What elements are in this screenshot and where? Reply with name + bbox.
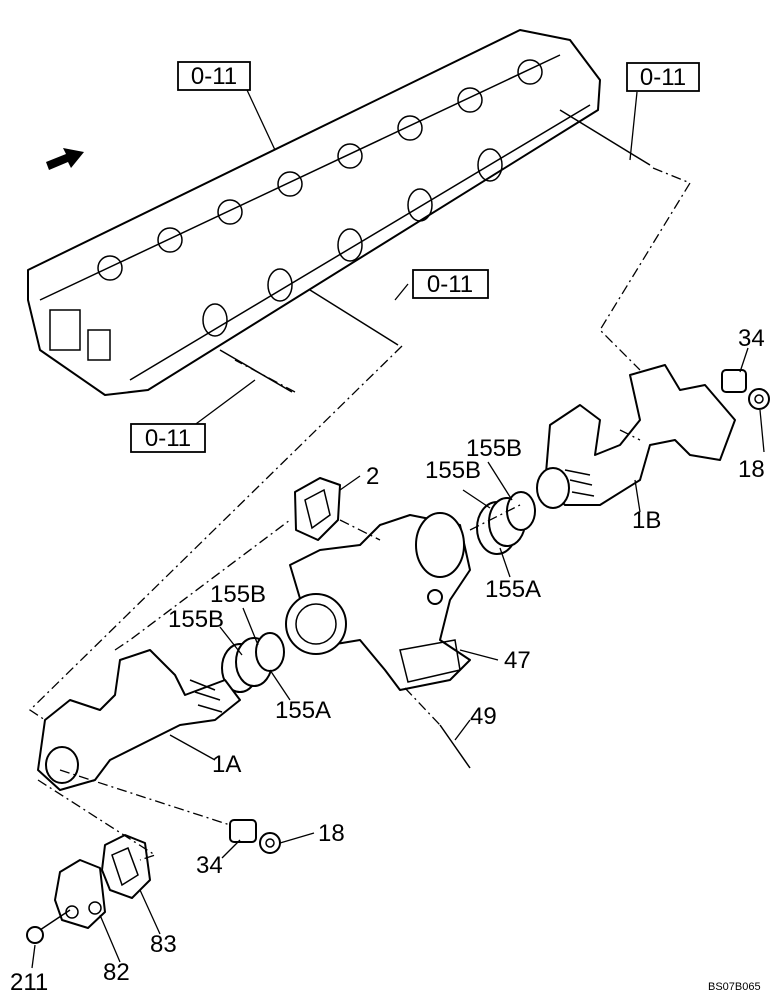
spacer-34-bottom	[229, 819, 257, 843]
cover-plate-82	[54, 859, 106, 929]
stud-49	[439, 724, 471, 769]
ref-box-1: 0-11	[177, 61, 251, 91]
nut-18-top	[748, 388, 770, 410]
label-34-top: 34	[738, 325, 765, 352]
exhaust-manifold-47	[285, 512, 471, 691]
label-211: 211	[10, 969, 48, 996]
label-18-bottom: 18	[318, 820, 345, 847]
ref-label-4: 0-11	[145, 425, 191, 452]
nut-18-bottom	[259, 832, 281, 854]
label-1a: 1A	[212, 751, 241, 778]
ref-label-3: 0-11	[427, 271, 473, 298]
seal-rings-right	[476, 491, 536, 555]
leader-lines	[31, 89, 765, 969]
ref-box-3: 0-11	[412, 269, 489, 299]
label-155a-left: 155A	[275, 697, 331, 724]
gasket-2	[294, 477, 341, 541]
label-83: 83	[150, 931, 177, 958]
cylinder-head	[27, 29, 601, 396]
label-2: 2	[366, 463, 379, 490]
ref-box-4: 0-11	[130, 423, 206, 453]
label-1b: 1B	[632, 507, 661, 534]
label-155a-right: 155A	[485, 576, 541, 603]
label-155b-d: 155B	[168, 606, 224, 633]
label-34-bottom: 34	[196, 852, 223, 879]
label-82: 82	[103, 959, 130, 986]
label-155b-a: 155B	[466, 435, 522, 462]
label-47: 47	[504, 647, 531, 674]
assembly-lines	[28, 167, 691, 861]
spacer-34-top	[721, 369, 747, 393]
label-155b-b: 155B	[425, 457, 481, 484]
bolt-211	[26, 909, 71, 944]
label-155b-c: 155B	[210, 581, 266, 608]
ref-box-2: 0-11	[626, 62, 700, 92]
label-18-top: 18	[738, 456, 765, 483]
direction-arrow-icon	[46, 148, 84, 170]
drawing-code: BS07B065	[708, 981, 761, 993]
ref-label-2: 0-11	[640, 64, 686, 91]
gasket-83	[101, 834, 151, 899]
ref-label-1: 0-11	[191, 63, 237, 90]
seal-rings-left	[221, 632, 285, 693]
exhaust-manifold-1b	[536, 364, 736, 509]
label-49: 49	[470, 703, 497, 730]
exhaust-manifold-1a	[37, 649, 241, 791]
